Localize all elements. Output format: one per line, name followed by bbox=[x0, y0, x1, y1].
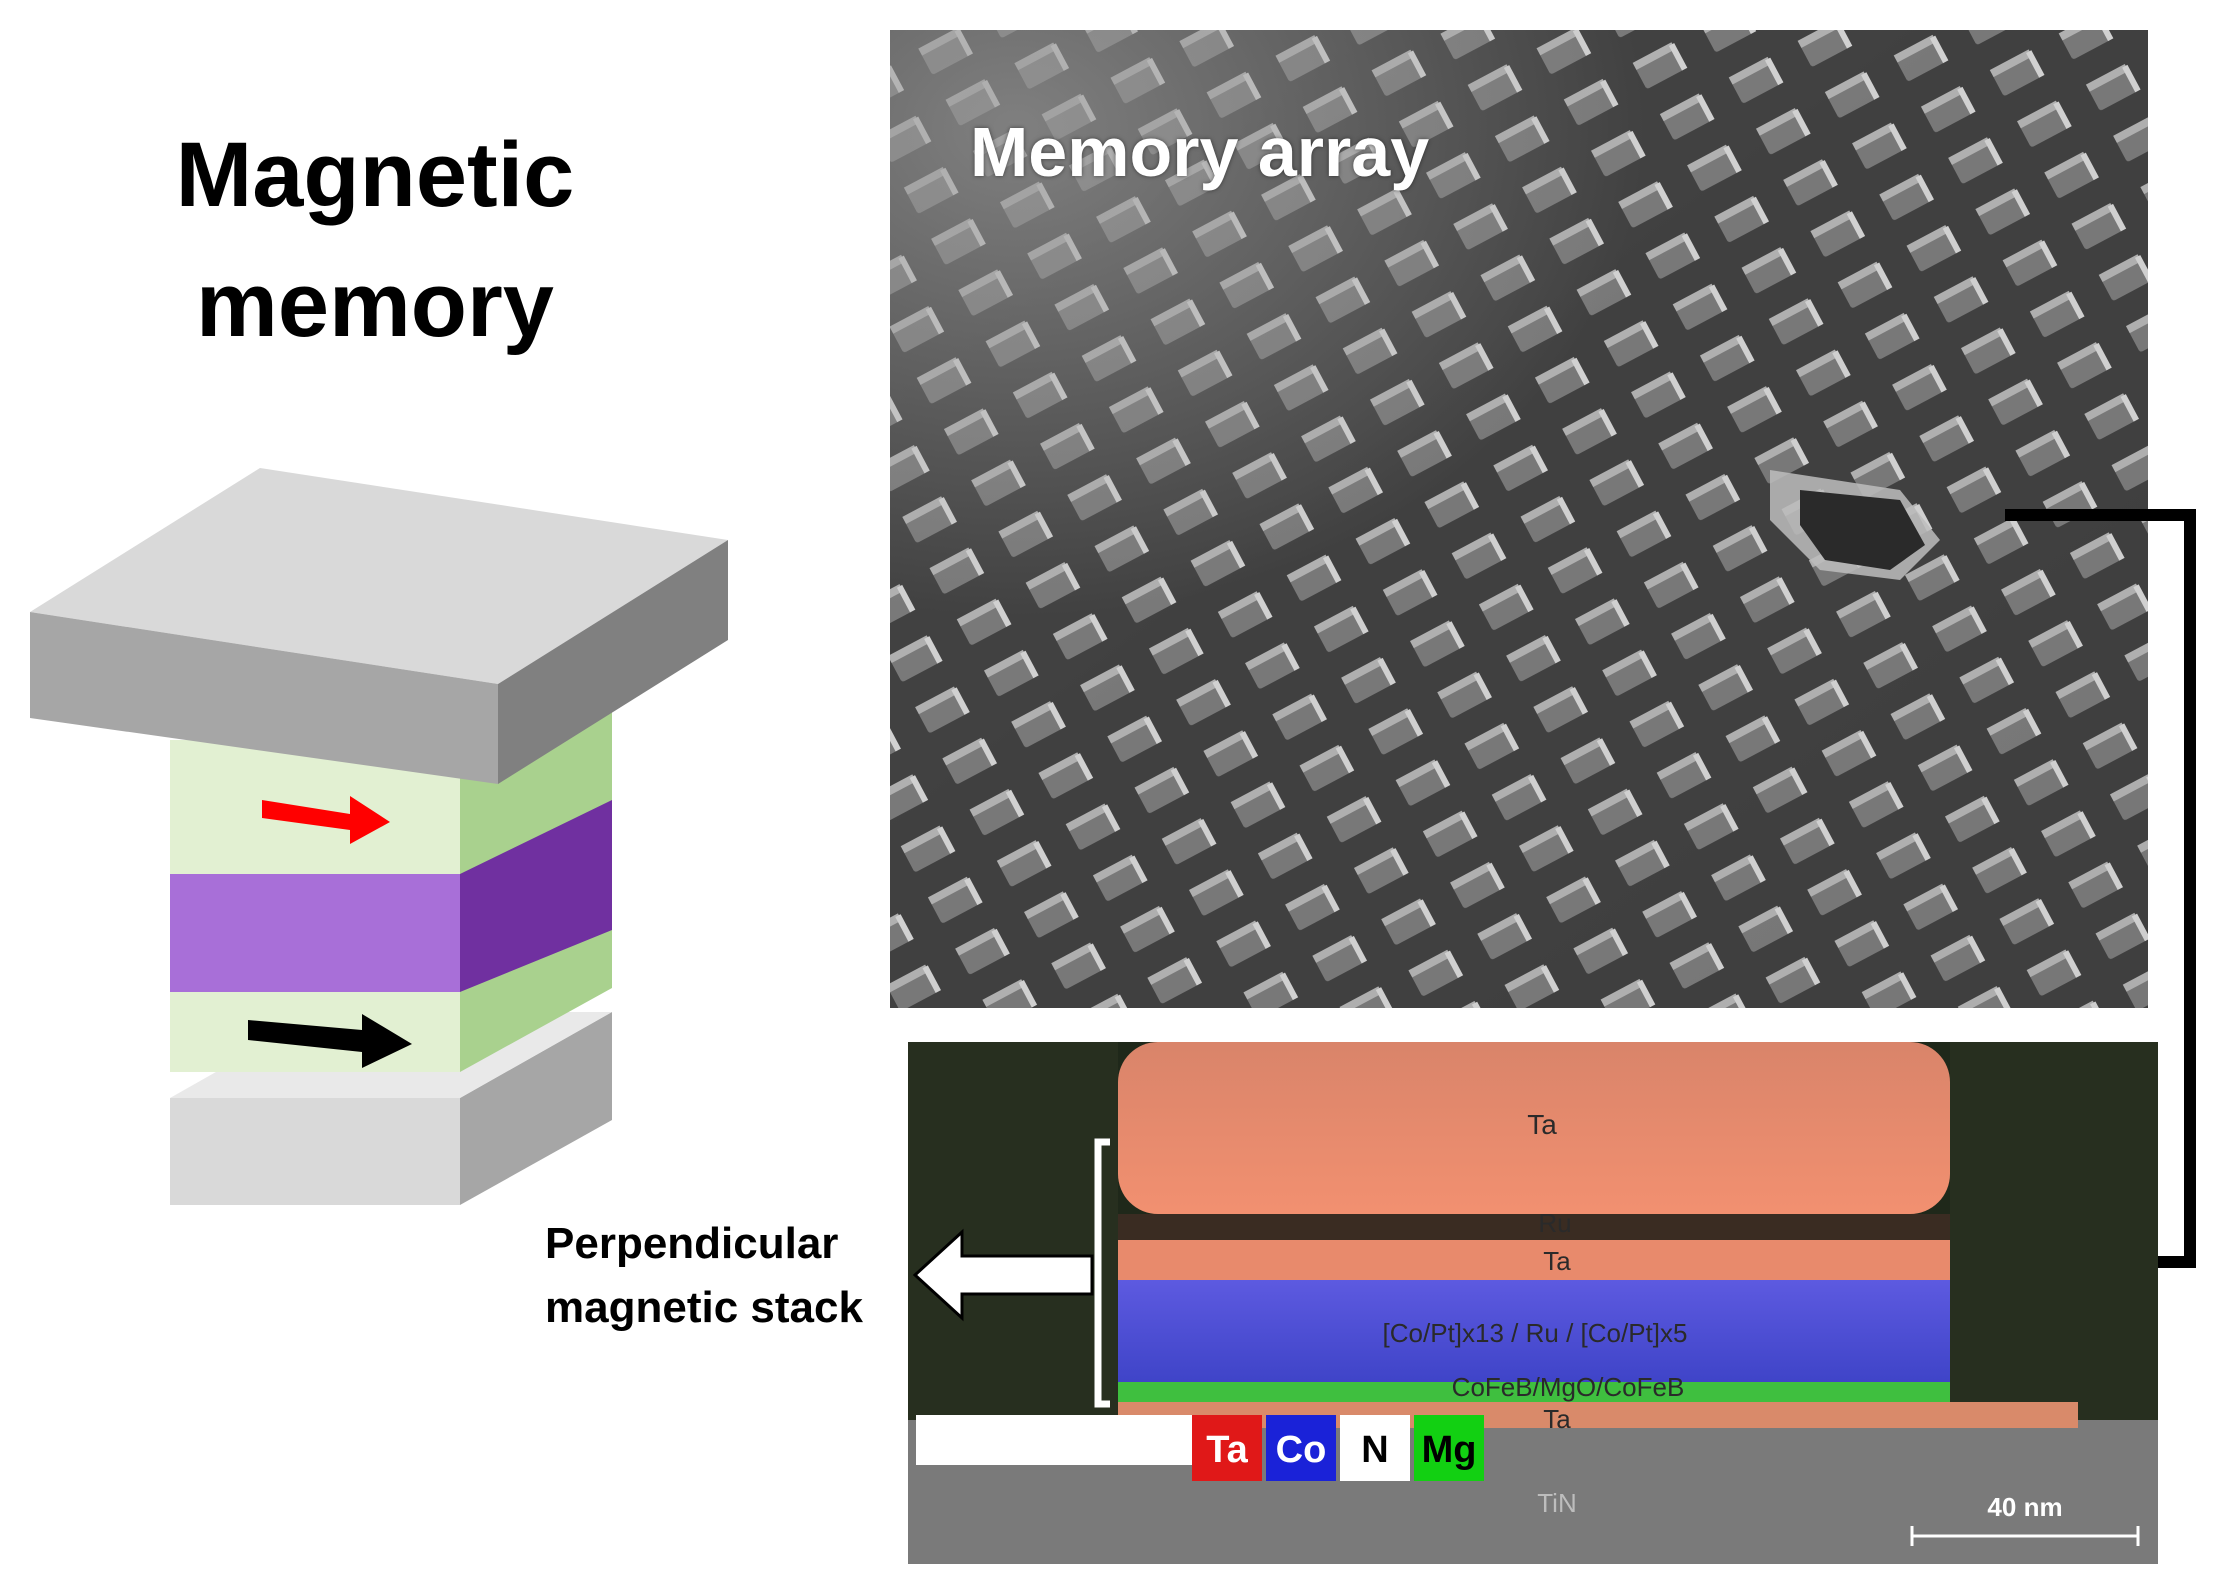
stack-bracket bbox=[1094, 1138, 1110, 1408]
legend-label-n: N bbox=[1361, 1429, 1388, 1471]
milled-cross-section-hole bbox=[1770, 470, 1940, 580]
copt-layer bbox=[1118, 1280, 1950, 1382]
legend-swatch-n bbox=[1340, 1415, 1410, 1481]
label-ta-mid: Ta bbox=[1543, 1246, 1571, 1276]
bottom-electrode-front bbox=[170, 1098, 460, 1205]
legend-bar bbox=[916, 1415, 1192, 1465]
title-line-1: Magnetic bbox=[175, 124, 575, 226]
legend-label-ta: Ta bbox=[1206, 1429, 1248, 1471]
stack-label-line-1: Perpendicular bbox=[545, 1219, 839, 1268]
stack-label-line-2: magnetic stack bbox=[545, 1283, 863, 1332]
tem-layer-labels: Ta Ru Ta [Co/Pt]x13 / Ru / [Co/Pt]x5 CoF… bbox=[1383, 1109, 1688, 1518]
top-electrode-top bbox=[30, 468, 728, 684]
label-mtj: CoFeB/MgO/CoFeB bbox=[1452, 1372, 1685, 1402]
label-copt: [Co/Pt]x13 / Ru / [Co/Pt]x5 bbox=[1383, 1318, 1688, 1348]
sem-image-label: Memory array bbox=[970, 113, 1430, 191]
legend-swatch-co bbox=[1266, 1415, 1336, 1481]
legend-swatch-mg bbox=[1414, 1415, 1484, 1481]
ta-top-layer bbox=[1118, 1042, 1950, 1214]
legend-label-mg: Mg bbox=[1422, 1429, 1477, 1471]
top-electrode-front bbox=[30, 612, 498, 784]
sem-image bbox=[890, 30, 2148, 1008]
legend-swatch-ta bbox=[1192, 1415, 1262, 1481]
label-ta-bottom: Ta bbox=[1543, 1404, 1571, 1434]
reference-layer-magnetization-arrow bbox=[248, 1014, 412, 1068]
mtj-stack-illustration bbox=[30, 468, 728, 1205]
scale-bar: 40 nm bbox=[1910, 1492, 2140, 1546]
free-layer-front bbox=[170, 740, 460, 874]
scale-bar-label: 40 nm bbox=[1987, 1492, 2062, 1522]
label-ru: Ru bbox=[1538, 1208, 1571, 1238]
label-ta-top: Ta bbox=[1527, 1109, 1557, 1140]
free-layer-magnetization-arrow bbox=[262, 796, 390, 844]
stack-label-arrow bbox=[912, 1228, 1094, 1322]
legend-label-co: Co bbox=[1276, 1429, 1327, 1471]
barrier-layer-front bbox=[170, 842, 460, 992]
element-legend: Ta Co N Mg bbox=[1192, 1415, 1484, 1481]
title-line-2: memory bbox=[196, 254, 554, 356]
figure-title: Magnetic memory bbox=[100, 110, 650, 370]
stack-label: Perpendicular magnetic stack bbox=[545, 1212, 863, 1340]
label-tin: TiN bbox=[1537, 1488, 1576, 1518]
top-electrode-side bbox=[498, 540, 728, 784]
bottom-electrode-side bbox=[460, 1012, 612, 1205]
